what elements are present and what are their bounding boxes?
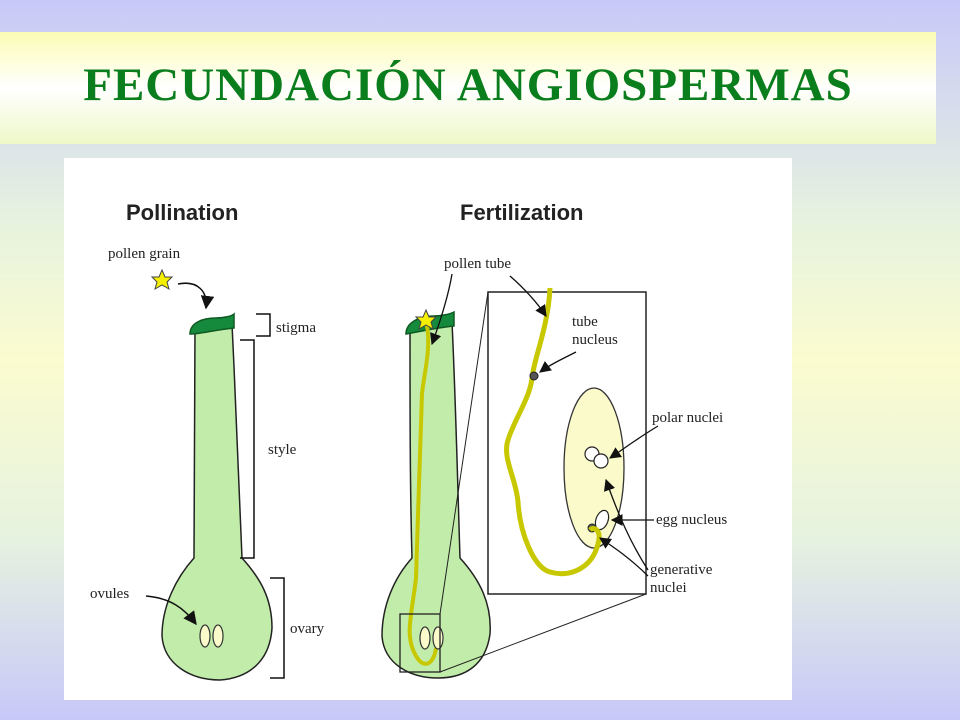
arrow-pollen-tube-2: [509, 275, 547, 317]
label-nucleus: nucleus: [572, 332, 618, 348]
arrow-polar-nuclei: [609, 425, 659, 459]
label-tube: tube: [572, 314, 598, 330]
pollen-grain-star: [150, 268, 174, 291]
pollen-grain-star-fert: [414, 308, 438, 331]
tube-nucleus-dot: [529, 371, 539, 381]
pollination-heading: Pollination: [126, 200, 238, 225]
embryo-sac: [563, 387, 625, 549]
diagram-svg: Pollination pollen grain stigma style ov…: [90, 200, 727, 681]
title-band: FECUNDACIÓN ANGIOSPERMAS: [0, 32, 936, 144]
label-nuclei: nuclei: [650, 580, 687, 596]
label-ovules: ovules: [90, 586, 129, 602]
slide-title: FECUNDACIÓN ANGIOSPERMAS: [83, 59, 853, 111]
pollen-tube-in-pistil: [407, 319, 438, 666]
ovule-1: [199, 624, 211, 648]
bracket-stigma: [256, 313, 271, 337]
bracket-style: [240, 339, 255, 559]
label-stigma: stigma: [276, 320, 316, 336]
label-polar-nuclei: polar nuclei: [652, 410, 723, 426]
label-pollen-grain: pollen grain: [108, 246, 181, 262]
bracket-ovary: [270, 577, 285, 679]
arrow-pollen-tube-1: [430, 273, 453, 346]
label-generative: generative: [650, 562, 713, 578]
stigma-pollination: [189, 312, 235, 335]
connector-top: [439, 291, 489, 615]
inset-enlarged-box: [487, 291, 647, 595]
arrow-tube-nucleus: [539, 351, 577, 373]
fertilization-diagram: Pollination pollen grain stigma style ov…: [64, 158, 792, 700]
polar-nucleus-2: [593, 453, 609, 469]
label-egg-nucleus: egg nucleus: [656, 512, 727, 528]
fertilization-heading: Fertilization: [460, 200, 583, 225]
pistil-pollination: [161, 323, 273, 681]
label-pollen-tube: pollen tube: [444, 256, 511, 272]
arrow-generative-1: [603, 478, 649, 571]
arrow-ovules: [145, 595, 197, 626]
label-style: style: [268, 442, 297, 458]
ovule-3: [419, 626, 431, 650]
arrow-generative-2: [599, 537, 649, 577]
ovule-2: [212, 624, 224, 648]
connector-bottom: [439, 593, 647, 673]
inset-source-box: [399, 613, 441, 673]
ovule-4: [432, 626, 444, 650]
arrow-pollen-grain: [177, 282, 215, 310]
label-ovary: ovary: [290, 621, 325, 637]
pistil-fertilization: [381, 321, 491, 679]
